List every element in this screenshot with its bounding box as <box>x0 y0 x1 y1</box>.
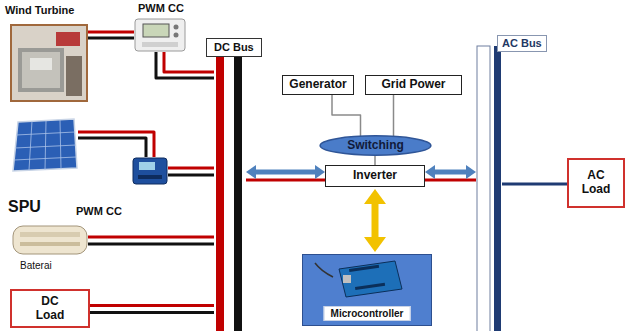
solar-panel: SPU <box>12 118 78 172</box>
connector-line <box>374 156 376 165</box>
charge-controller: PWM CC <box>132 157 168 185</box>
box-label: DC Load <box>36 295 65 323</box>
connector-line <box>255 170 316 175</box>
connector-line <box>425 179 476 182</box>
battery-picture-art <box>12 224 88 256</box>
device-label: Wind Turbine <box>5 4 74 17</box>
connector-line <box>434 170 467 175</box>
box-label: Switching <box>347 139 404 153</box>
connector-line <box>78 138 146 157</box>
switch-line <box>332 95 361 136</box>
load-box: DC Load <box>10 289 90 328</box>
load-box: AC Load <box>567 158 625 208</box>
bus-label: DC Bus <box>206 38 262 57</box>
box-label: Grid Power <box>381 78 445 92</box>
control-arrow <box>364 189 386 252</box>
charge-controller-art <box>132 157 168 185</box>
power-wire <box>90 306 214 313</box>
connector-line <box>372 203 379 238</box>
power-wire <box>168 168 214 175</box>
dc-bus: DC Bus <box>214 38 246 331</box>
bus-label: AC Bus <box>497 35 547 52</box>
box-label: Microcontroller <box>324 306 411 322</box>
connector-line <box>332 95 361 136</box>
box-label: Generator <box>289 78 346 92</box>
connector-line <box>88 236 214 239</box>
connector-line <box>88 37 134 40</box>
power-flow-arrow <box>425 165 476 180</box>
arrow-head <box>315 165 325 179</box>
microcontroller-box: Microcontroller <box>302 254 432 326</box>
connector-line <box>90 304 214 307</box>
dc-bus-art <box>214 38 246 331</box>
power-flow-arrow <box>246 165 325 180</box>
switching-ellipse: Switching <box>319 135 432 156</box>
connector-line <box>88 31 134 34</box>
wind-turbine-picture-art <box>12 26 86 100</box>
box-label: AC Load <box>582 169 611 197</box>
arrow-head <box>364 237 386 252</box>
ac-bus: AC Bus <box>476 36 502 331</box>
connector-line <box>168 167 214 170</box>
connector-line <box>168 174 214 177</box>
device-label: PWM CC <box>138 2 184 15</box>
ac-bus-art <box>476 36 502 331</box>
switch-line <box>375 156 376 165</box>
connector-line <box>393 95 395 136</box>
arrow-head <box>246 165 256 179</box>
source-box: Generator <box>282 75 354 95</box>
connector-line <box>246 179 325 182</box>
arrow-head <box>466 165 476 179</box>
power-wire <box>88 32 134 38</box>
inverter-box: Inverter <box>325 165 425 187</box>
charge-controller-art <box>134 18 186 52</box>
wind-turbine-picture: Wind Turbine <box>10 24 88 102</box>
connector-line <box>502 183 567 186</box>
power-wire <box>78 132 154 157</box>
box-label: Inverter <box>353 169 397 183</box>
connector-line <box>88 243 214 246</box>
arrow-head <box>364 189 386 204</box>
device-label: Baterai <box>20 260 52 272</box>
device-label: SPU <box>8 198 41 216</box>
switch-line <box>393 95 394 136</box>
connector-line <box>90 311 214 314</box>
battery-picture: Baterai <box>12 224 88 256</box>
source-box: Grid Power <box>365 75 462 95</box>
solar-panel-art <box>12 118 78 172</box>
power-wire <box>88 237 214 244</box>
charge-controller: PWM CC <box>134 18 186 52</box>
arrow-head <box>425 165 435 179</box>
connector-line <box>78 132 154 157</box>
device-label: PWM CC <box>76 205 122 218</box>
ac-wire <box>502 184 567 185</box>
